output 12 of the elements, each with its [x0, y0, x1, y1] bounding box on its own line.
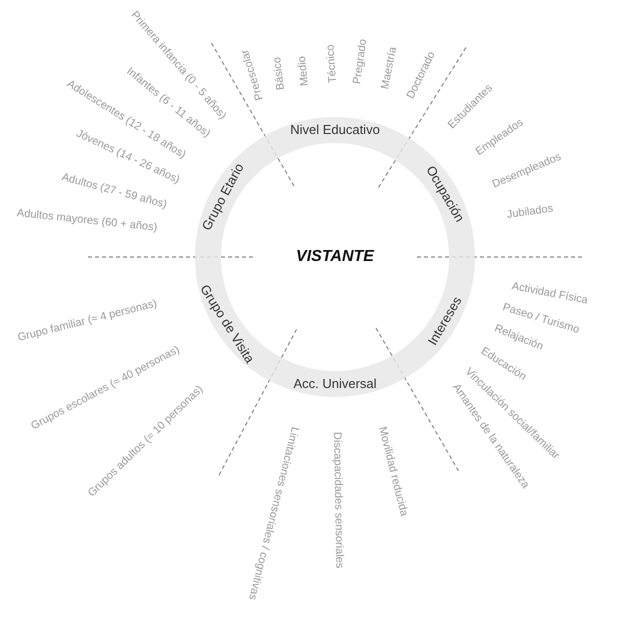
item-label: Pregrado	[350, 38, 370, 85]
item-label: Actividad Física	[510, 279, 589, 307]
category-label: Nivel Educativo	[290, 122, 380, 138]
item-label: Maestría	[378, 46, 400, 90]
item-label: Básico	[270, 56, 288, 91]
item-label: Jubilados	[506, 202, 554, 222]
item-label: Discapacidades sensoriales	[330, 432, 346, 568]
item-label: Técnico	[323, 44, 340, 84]
center-title: VISTANTE	[296, 247, 374, 267]
category-label: Acc. Universal	[293, 376, 377, 392]
item-label: Medio	[294, 55, 312, 87]
item-label: Adultos mayores (60 + años)	[16, 207, 158, 235]
